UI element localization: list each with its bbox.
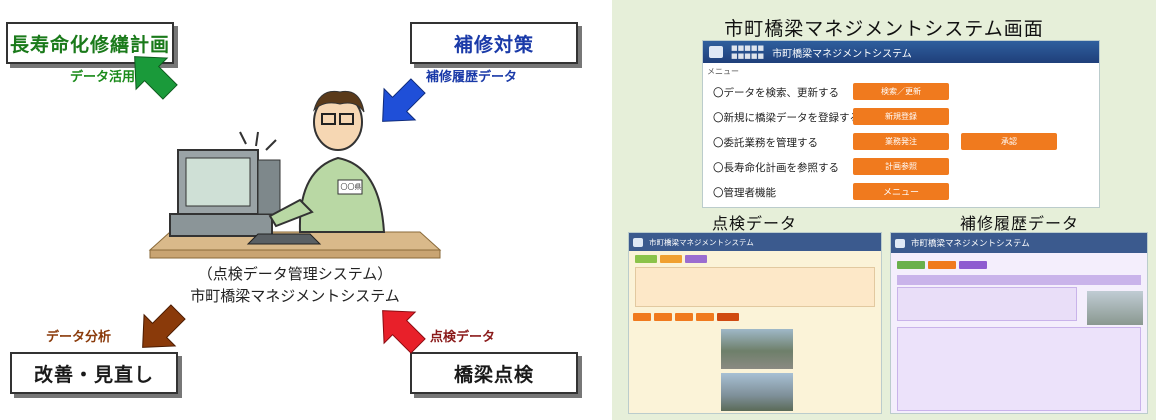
menu-row-plan: 〇長寿命化計画を参照する: [713, 162, 839, 174]
panel-title: 市町橋梁マネジメントシステム画面: [724, 18, 1044, 40]
admin-menu-button[interactable]: メニュー: [853, 183, 949, 200]
plan-view-button[interactable]: 計画参照: [853, 158, 949, 175]
box-bridge-inspection: 橋梁点検: [410, 352, 578, 394]
inspection-header: 市町橋梁マネジメントシステム: [629, 233, 881, 251]
tab[interactable]: [660, 255, 682, 263]
search-update-button[interactable]: 検索／更新: [853, 83, 949, 100]
box-life-extension-plan: 長寿命化修繕計画: [6, 22, 174, 64]
repair-history-screen: 市町橋梁マネジメントシステム: [890, 232, 1148, 414]
box-label: 改善・見直し: [33, 363, 154, 386]
app-logo-icon: [709, 46, 723, 58]
person-icon: [268, 90, 386, 233]
box-label: 長寿命化修繕計画: [9, 33, 170, 56]
box-repair-measures: 補修対策: [410, 22, 578, 64]
bridge-photo-1: [721, 329, 793, 369]
brown-arrow-icon: [142, 304, 186, 348]
order-button[interactable]: 業務発注: [853, 133, 949, 150]
green-arrow-icon: [134, 56, 178, 100]
repair-header: 市町橋梁マネジメントシステム: [891, 233, 1147, 253]
center-caption-line2: 市町橋梁マネジメントシステム: [190, 287, 400, 305]
arrow-label-data-analysis: データ分析: [46, 330, 112, 345]
subtab[interactable]: [654, 313, 672, 321]
subtab[interactable]: [675, 313, 693, 321]
inspection-table: [635, 267, 875, 307]
arrow-label-inspection-data: 点検データ: [430, 330, 496, 345]
approve-button[interactable]: 承認: [961, 133, 1057, 150]
arrows-layer: [134, 56, 442, 354]
menu-row-register: 〇新規に橋梁データを登録する: [713, 112, 860, 124]
subtab[interactable]: [717, 313, 739, 321]
inspection-subtabs: [633, 313, 739, 321]
repair-tabs: [897, 261, 987, 269]
computer-icon: [169, 131, 281, 237]
register-button[interactable]: 新規登録: [853, 108, 949, 125]
tab[interactable]: [959, 261, 987, 269]
app-logo-icon: [895, 238, 905, 248]
menu-screen: ■■■■■■■■■■ 市町橋梁マネジメントシステム メニュー 〇データを検索、更…: [702, 40, 1100, 208]
screenshots-panel: 市町橋梁マネジメントシステム画面 ■■■■■■■■■■ 市町橋梁マネジメントシス…: [612, 0, 1156, 420]
tab[interactable]: [897, 261, 925, 269]
box-label: 橋梁点検: [453, 363, 534, 386]
keyboard-icon: [246, 233, 322, 245]
inspection-screen: 市町橋梁マネジメントシステム: [628, 232, 882, 414]
app-title: 市町橋梁マネジメントシステム: [772, 48, 912, 60]
subtab[interactable]: [696, 313, 714, 321]
app-logo-icon: [633, 237, 643, 247]
red-arrow-icon: [382, 310, 426, 354]
repair-photo: [1087, 291, 1143, 325]
org-name: ■■■■■■■■■■: [731, 44, 765, 60]
repair-list: [897, 287, 1077, 321]
menu-row-search: 〇データを検索、更新する: [713, 87, 839, 99]
center-caption-line1: （点検データ管理システム）: [197, 265, 393, 283]
repair-table-header: [897, 275, 1141, 285]
inspection-tabs: [635, 255, 707, 263]
box-label: 補修対策: [453, 33, 534, 56]
repair-detail: [897, 327, 1141, 411]
subtab[interactable]: [633, 313, 651, 321]
badge-label: 〇〇県: [340, 183, 362, 191]
menu-row-contract: 〇委託業務を管理する: [713, 137, 818, 149]
repair-app-title: 市町橋梁マネジメントシステム: [911, 239, 1030, 249]
tab[interactable]: [685, 255, 707, 263]
arrow-label-repair-history: 補修履歴データ: [426, 70, 518, 85]
blue-arrow-icon: [382, 78, 426, 122]
app-header: ■■■■■■■■■■ 市町橋梁マネジメントシステム: [703, 41, 1099, 63]
repair-history-title: 補修履歴データ: [960, 214, 1080, 233]
box-improvement-review: 改善・見直し: [10, 352, 178, 394]
menu-label: メニュー: [707, 67, 739, 76]
tab[interactable]: [928, 261, 956, 269]
inspection-app-title: 市町橋梁マネジメントシステム: [649, 237, 754, 247]
inspection-data-title: 点検データ: [712, 214, 798, 233]
tab[interactable]: [635, 255, 657, 263]
menu-row-admin: 〇管理者機能: [713, 187, 776, 199]
arrow-label-data-use: データ活用: [70, 70, 136, 85]
bridge-photo-2: [721, 373, 793, 411]
